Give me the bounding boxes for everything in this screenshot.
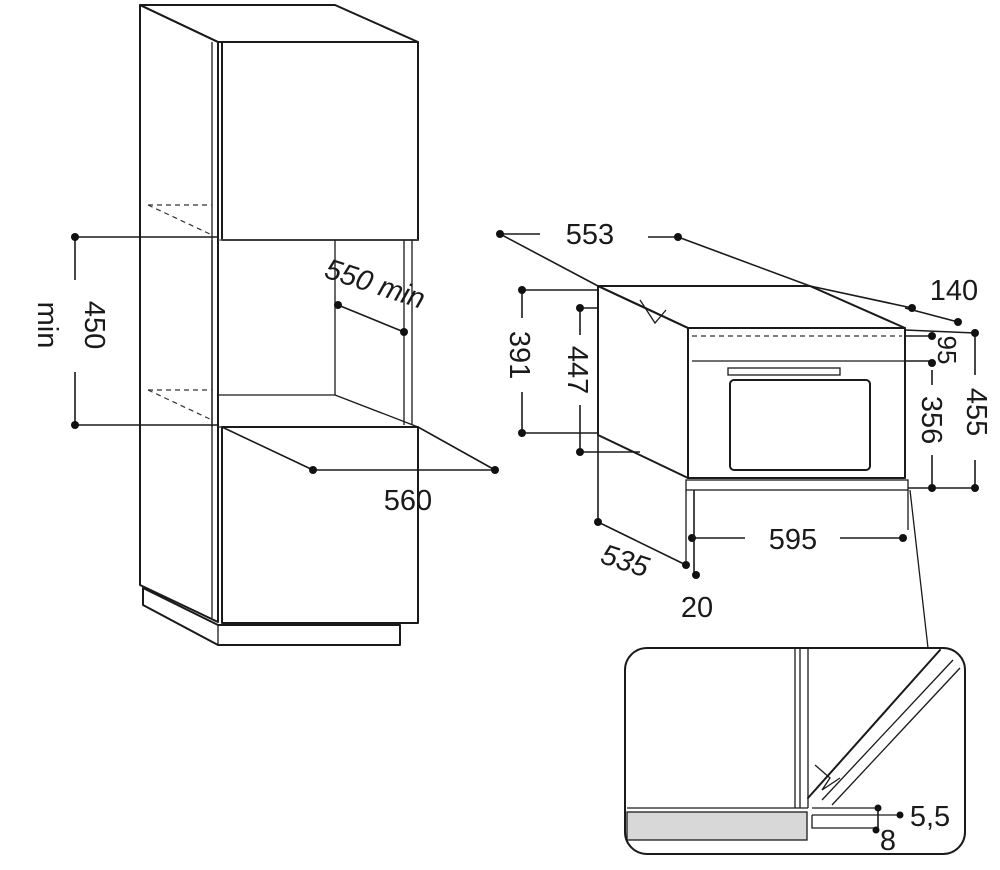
label-width-560: 560 [384, 485, 432, 517]
dimension-356: 356 [908, 370, 975, 492]
cabinet-side-panel [139, 4, 219, 623]
appliance-front [687, 327, 906, 479]
appliance-base [685, 479, 909, 491]
dimension-391: 391 [503, 286, 598, 437]
cabinet-drawing: 450 min 550 min 560 [31, 4, 499, 646]
label-side-height-447: 447 [561, 346, 593, 394]
cabinet-upper-door [221, 41, 419, 241]
label-offset-140: 140 [930, 275, 978, 307]
label-height-450: 450 [78, 301, 110, 349]
dimension-450-min: 450 min [31, 233, 218, 429]
label-top-depth-553: 553 [566, 219, 614, 251]
dimension-535: 535 [594, 435, 690, 584]
label-inner-height-356: 356 [915, 396, 947, 444]
oven-window [729, 379, 871, 471]
dimension-447: 447 [561, 304, 640, 456]
oven-handle [727, 367, 841, 376]
label-bottom-offset-20: 20 [681, 592, 713, 624]
cabinet-niche [147, 204, 419, 428]
label-front-width-595: 595 [769, 524, 817, 556]
label-height-min-unit: min [31, 302, 63, 349]
cabinet-plinth [142, 587, 401, 646]
appliance-drawing: 553 140 95 356 [496, 219, 992, 649]
label-body-height-391: 391 [503, 331, 535, 379]
appliance-side [597, 285, 689, 479]
label-gap-5-5: 5,5 [910, 801, 950, 833]
dimension-140: 140 [809, 275, 978, 326]
dimension-553: 553 [496, 219, 811, 287]
dimension-595: 595 [688, 524, 907, 556]
cabinet-lower-door [221, 426, 419, 624]
dimension-95: 95 [905, 332, 962, 367]
dimension-20: 20 [681, 490, 713, 624]
label-offset-95: 95 [932, 336, 962, 365]
dimension-455: 455 [904, 329, 992, 492]
detail-inset: 5,5 8 [624, 647, 966, 857]
dimension-5-5: 5,5 [874, 801, 950, 833]
label-total-height-455: 455 [960, 388, 992, 436]
label-thickness-8: 8 [880, 825, 896, 857]
detail-shelf [626, 811, 808, 841]
detail-leader-line [909, 489, 929, 649]
dimension-8: 8 [872, 825, 896, 857]
dimension-560: 560 [221, 426, 499, 517]
cabinet-top [139, 4, 419, 43]
